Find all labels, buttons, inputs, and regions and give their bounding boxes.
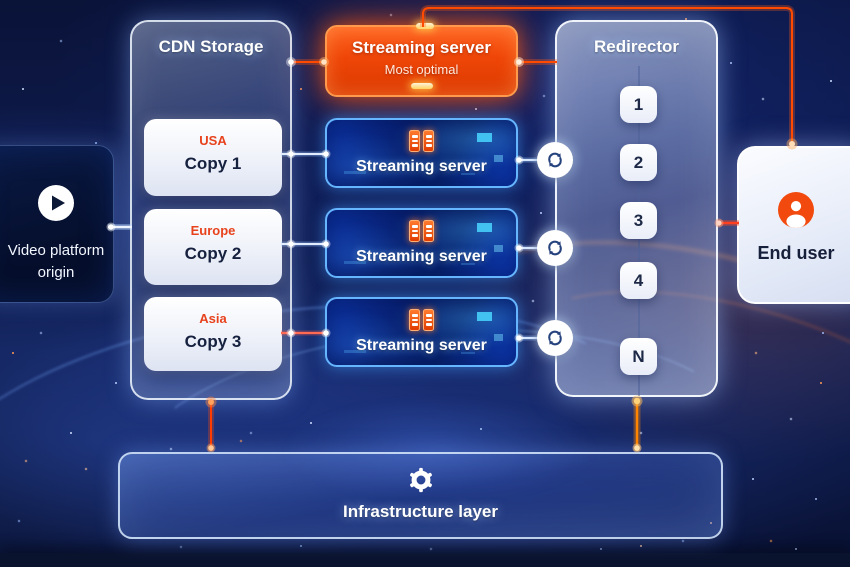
copy-label: Copy 3: [184, 332, 242, 351]
sync-icon: [537, 230, 573, 266]
streaming-server-label: Streaming server: [356, 158, 487, 175]
optimal-streaming-server-box: Streaming server Most optimal: [325, 23, 518, 97]
sync-icon: [537, 142, 573, 178]
cdn-copy-card-asia: Asia Copy 3: [144, 297, 282, 371]
cdn-storage-panel: CDN Storage USA Copy 1 Europe Copy 2 Asi…: [130, 20, 292, 400]
redirector-title: Redirector: [593, 37, 680, 56]
video-origin-box: Video platform origin: [0, 145, 114, 303]
connector-port: [416, 23, 434, 29]
user-icon: [778, 192, 814, 233]
video-origin-label: Video platform origin: [7, 242, 105, 281]
end-user-box: End user: [737, 146, 850, 304]
region-label: USA: [199, 133, 227, 148]
cdn-storage-title: CDN Storage: [158, 37, 264, 56]
cdn-copy-card-europe: Europe Copy 2: [144, 209, 282, 285]
server-rack-icon: [409, 309, 434, 331]
streaming-server-box-1: Streaming server: [325, 118, 518, 188]
server-rack-icon: [409, 130, 434, 152]
infrastructure-panel: Infrastructure layer: [118, 452, 723, 539]
redirector-chip-3: 3: [620, 202, 657, 239]
region-label: Asia: [199, 311, 227, 326]
server-rack-icon: [409, 220, 434, 242]
redirector-chip-n: N: [620, 338, 657, 375]
streaming-server-box-3: Streaming server: [325, 297, 518, 367]
streaming-server-label: Streaming server: [356, 248, 487, 265]
bottom-band: [0, 553, 850, 567]
streaming-server-label: Streaming server: [356, 337, 487, 354]
streaming-server-box-2: Streaming server: [325, 208, 518, 278]
region-label: Europe: [190, 223, 236, 238]
redirector-chip-4: 4: [620, 262, 657, 299]
infrastructure-label: Infrastructure layer: [343, 502, 498, 521]
copy-label: Copy 2: [184, 244, 242, 263]
play-icon: [37, 184, 75, 227]
nebula-glow: [230, 380, 650, 520]
cdn-copy-card-usa: USA Copy 1: [144, 119, 282, 196]
redirector-panel: Redirector 1 2 3 4 ... N: [555, 20, 718, 397]
copy-label: Copy 1: [184, 154, 242, 173]
connector-port: [411, 83, 433, 89]
redirector-chip-2: 2: [620, 144, 657, 181]
stars: [0, 0, 2, 2]
end-user-label: End user: [757, 243, 835, 263]
optimal-server-subtitle: Most optimal: [384, 62, 459, 77]
redirector-chip-1: 1: [620, 86, 657, 123]
gear-icon: [120, 467, 721, 498]
optimal-server-title: Streaming server: [352, 38, 491, 57]
sync-icon: [537, 320, 573, 356]
